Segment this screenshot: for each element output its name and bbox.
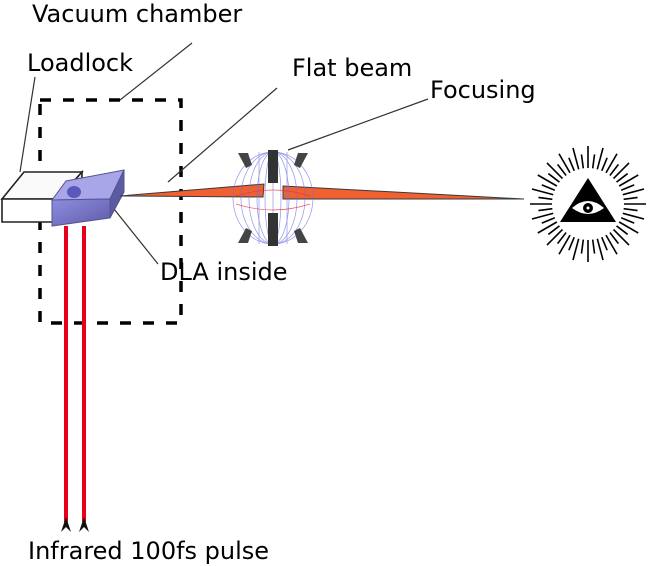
beam-segment-1 xyxy=(119,183,265,198)
flat-electron-beam xyxy=(119,183,525,200)
focusing-lens xyxy=(238,150,308,246)
infrared-pulse-label: Infrared 100fs pulse xyxy=(28,537,269,565)
dla-block xyxy=(50,169,125,227)
laser-arrow-left xyxy=(61,517,71,532)
lens-pole-bottom-left xyxy=(238,228,252,243)
focusing-label: Focusing xyxy=(430,76,536,104)
lens-pole-bottom-right xyxy=(294,228,308,243)
beam-segment-2 xyxy=(282,185,525,200)
flat-beam-label: Flat beam xyxy=(292,54,412,82)
dla-inside-leader xyxy=(109,203,159,265)
vacuum-chamber-boundary xyxy=(38,98,183,325)
infrared-laser-beams xyxy=(61,226,89,532)
loadlock-label: Loadlock xyxy=(27,49,133,77)
eye-in-triangle-icon xyxy=(530,146,646,262)
dla-window xyxy=(67,186,81,198)
flat-beam-leader xyxy=(167,87,278,183)
lens-pole-top-right xyxy=(294,153,308,168)
vacuum-chamber-leader xyxy=(119,42,193,101)
leader-lines xyxy=(19,42,429,265)
focusing-leader xyxy=(287,98,429,151)
lens-electrode-bottom xyxy=(268,213,278,246)
focusing-trajectories xyxy=(235,189,311,211)
lens-pole-top-left xyxy=(238,153,252,168)
laser-arrow-right xyxy=(79,517,89,532)
vacuum-chamber-label: Vacuum chamber xyxy=(32,0,242,28)
loadlock-leader xyxy=(19,76,36,173)
lens-electrode-top xyxy=(268,150,278,183)
dla-inside-label: DLA inside xyxy=(160,258,288,286)
